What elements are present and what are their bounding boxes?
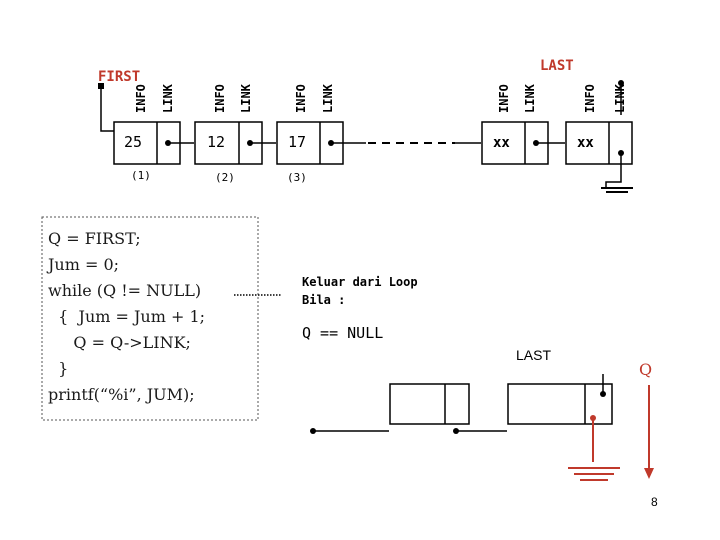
field-info-label: INFO: [497, 84, 511, 113]
q-label: Q: [639, 360, 653, 379]
node-index: (2): [215, 171, 235, 184]
node-5: [565, 121, 633, 165]
page-number: 8: [651, 495, 658, 509]
code-line: Jum = 0;: [48, 255, 120, 274]
first-label: FIRST: [98, 69, 141, 85]
link-arrow-2-3: [247, 140, 276, 146]
bottom-incoming-arrow: [310, 428, 389, 434]
code-line: }: [48, 359, 69, 378]
link-arrow-4-5: [533, 140, 565, 146]
note-line: Keluar dari Loop: [302, 275, 418, 289]
node-value: xx: [577, 135, 594, 151]
q-pointer-arrow: [644, 385, 654, 479]
field-link-label: LINK: [239, 84, 253, 113]
note-condition: Q == NULL: [302, 324, 384, 342]
code-line: printf(“%i”, JUM);: [48, 385, 195, 404]
code-line: Q = FIRST;: [48, 229, 141, 248]
node-value: 17: [288, 133, 307, 151]
last-pointer: [618, 80, 624, 115]
bottom-node-2: [507, 383, 613, 425]
bottom-last-label: LAST: [516, 347, 552, 363]
link-dashed-3-4: [328, 140, 481, 146]
field-info-label: INFO: [294, 84, 308, 113]
field-link-label: LINK: [321, 84, 335, 113]
null-ground-bottom: [568, 415, 620, 481]
bottom-node-1: [389, 383, 470, 425]
node-value: 25: [124, 133, 143, 151]
node-value: 12: [207, 133, 226, 151]
note-line: Bila :: [302, 293, 346, 307]
code-line: Q = Q->LINK;: [48, 333, 191, 352]
field-link-label: LINK: [523, 84, 537, 113]
code-listing: Q = FIRST; Jum = 0; while (Q != NULL) { …: [48, 226, 205, 408]
link-arrow-1-2: [165, 140, 194, 146]
last-label: LAST: [540, 58, 574, 74]
field-link-label: LINK: [161, 84, 175, 113]
bottom-last-pointer: [600, 374, 606, 397]
field-info-label: INFO: [583, 84, 597, 113]
field-info-label: INFO: [213, 84, 227, 113]
code-box: [41, 216, 259, 421]
code-line: while (Q != NULL): [48, 281, 202, 300]
node-index: (1): [131, 169, 151, 182]
bottom-link-arrow: [453, 428, 507, 434]
first-pointer: [98, 83, 114, 132]
null-ground-top: [601, 150, 633, 193]
field-info-label: INFO: [134, 84, 148, 113]
node-value: xx: [493, 135, 510, 151]
code-line: { Jum = Jum + 1;: [48, 307, 206, 326]
field-link-label: LINK: [613, 84, 627, 113]
node-index: (3): [287, 171, 307, 184]
